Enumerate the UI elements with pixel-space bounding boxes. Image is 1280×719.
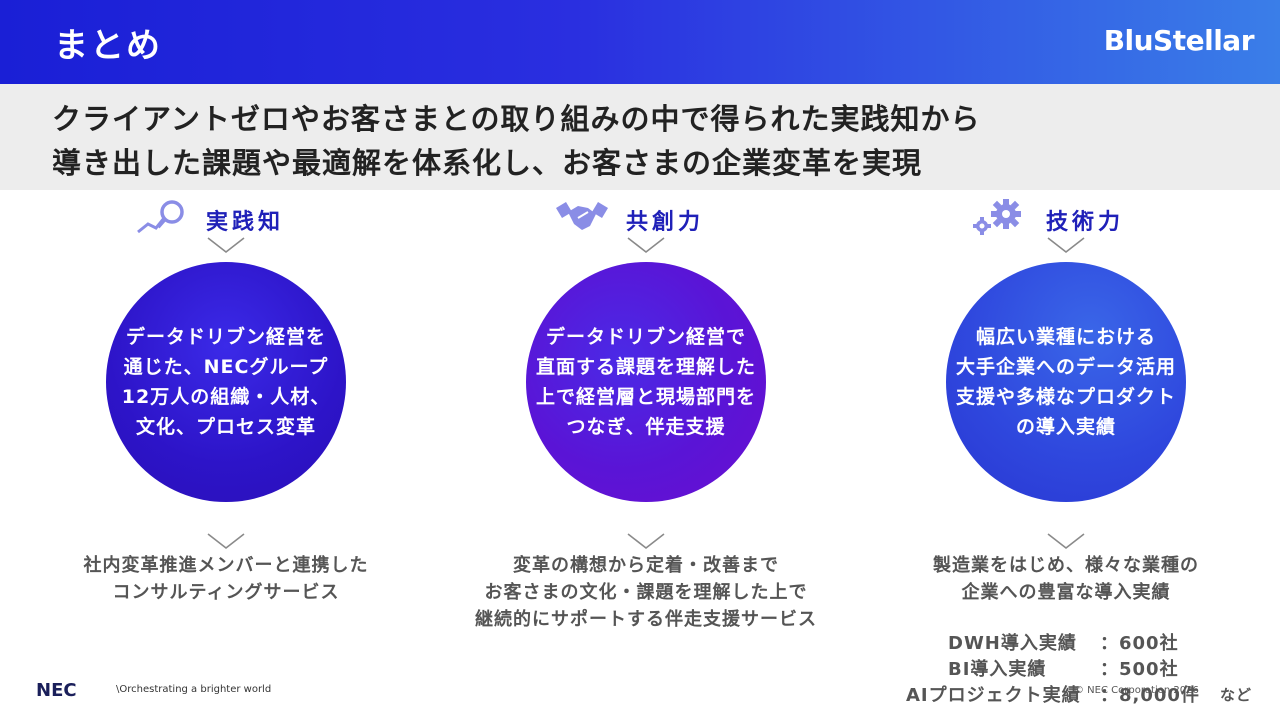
chevron-down-icon bbox=[207, 237, 245, 254]
category-header: 共創力 bbox=[496, 198, 796, 238]
header-bar: まとめ BluStellar bbox=[0, 0, 1280, 84]
chevron-down-icon bbox=[207, 533, 245, 550]
lead-line-1: クライアントゼロやお客さまとの取り組みの中で得られた実践知から bbox=[52, 102, 981, 136]
feature-circle: データドリブン経営を 通じた、NECグループ 12万人の組織・人材、 文化、プロ… bbox=[106, 262, 346, 502]
category-header: 実践知 bbox=[76, 198, 376, 238]
chevron-down-icon bbox=[1047, 533, 1085, 550]
stat-label: BI導入実績 bbox=[948, 659, 1047, 680]
chevron-down-icon bbox=[627, 237, 665, 254]
magnifier-chart-icon bbox=[137, 200, 184, 234]
handshake-icon bbox=[556, 202, 608, 230]
service-description: 変革の構想から定着・改善まで お客さまの文化・課題を理解した上で 継続的にサポー… bbox=[475, 555, 817, 630]
category-label: 実践知 bbox=[206, 210, 285, 235]
circle-text: データドリブン経営を 通じた、NECグループ 12万人の組織・人材、 文化、プロ… bbox=[121, 326, 331, 438]
service-description: 製造業をはじめ、様々な業種の 企業への豊富な導入実績 bbox=[933, 555, 1199, 603]
stat-value: ：8,000件 bbox=[1100, 685, 1200, 706]
lead-band bbox=[0, 84, 1280, 190]
service-description: 社内変革推進メンバーと連携した コンサルティングサービス bbox=[83, 555, 369, 603]
brand-logo: BluStellar bbox=[1103, 24, 1255, 57]
slide-title: まとめ bbox=[54, 26, 162, 66]
feature-circle: データドリブン経営で 直面する課題を理解した 上で経営層と現場部門を つなぎ、伴… bbox=[526, 262, 766, 502]
stat-value: ：600社 bbox=[1100, 633, 1179, 654]
gears-icon bbox=[973, 199, 1021, 235]
footer-tagline: \Orchestrating a brighter world bbox=[116, 684, 272, 695]
chevron-down-icon bbox=[1047, 237, 1085, 254]
feature-circle: 幅広い業種における 大手企業へのデータ活用 支援や多様なプロダクト の導入実績 bbox=[946, 262, 1186, 502]
stat-value: ：500社 bbox=[1100, 659, 1179, 680]
copyright: © NEC Corporation 2026 bbox=[1074, 685, 1199, 696]
category-header: 技術力 bbox=[916, 198, 1216, 238]
stat-label: AIプロジェクト実績 bbox=[906, 685, 1081, 706]
circle-text: 幅広い業種における 大手企業へのデータ活用 支援や多様なプロダクト の導入実績 bbox=[955, 326, 1176, 438]
lead-line-2: 導き出した課題や最適解を体系化し、お客さまの企業変革を実現 bbox=[52, 146, 923, 180]
category-label: 共創力 bbox=[626, 210, 705, 235]
circle-text: データドリブン経営で 直面する課題を理解した 上で経営層と現場部門を つなぎ、伴… bbox=[535, 326, 756, 438]
chevron-down-icon bbox=[627, 533, 665, 550]
category-label: 技術力 bbox=[1046, 210, 1125, 235]
stat-label: DWH導入実績 bbox=[948, 633, 1077, 654]
stat-suffix: など bbox=[1220, 686, 1253, 704]
nec-logo: NEC bbox=[36, 680, 77, 701]
